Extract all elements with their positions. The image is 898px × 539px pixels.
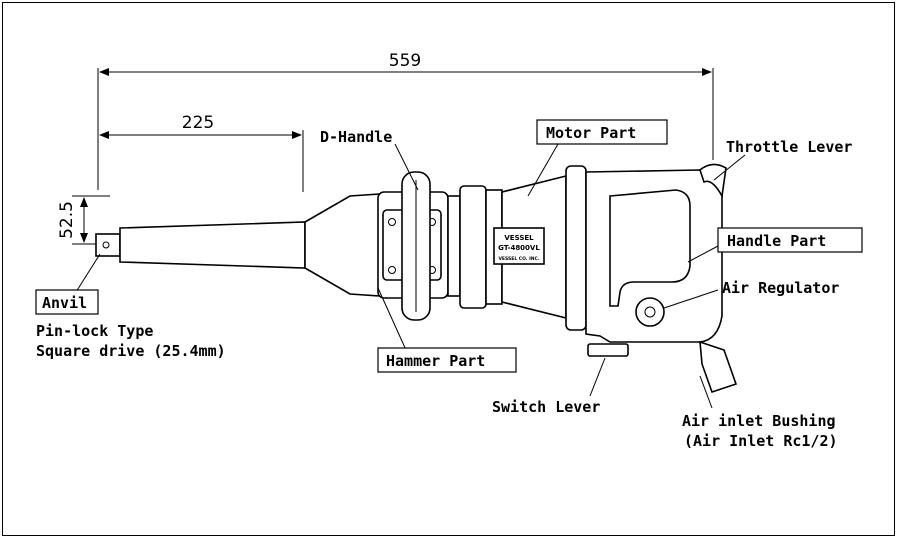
dimension-52-5-label: 52.5 [57,201,77,239]
anvil-shaft [119,221,306,269]
label-throttle-lever: Throttle Lever [726,138,852,156]
label-air-inlet-2: (Air Inlet Rc1/2) [684,432,838,450]
dimension-52-5: 52.5 [57,195,110,245]
dimension-225: 225 [99,113,304,192]
label-motor-part: Motor Part [546,124,636,142]
dimension-225-label: 225 [182,113,214,133]
clamp-ring [447,195,461,297]
dimension-559-label: 559 [389,51,421,71]
label-anvil-desc-2: Square drive (25.4mm) [36,342,226,360]
nameplate-brand: VESSEL [504,234,534,242]
leader-lines [75,143,746,409]
tool-body: VESSEL GT-4800VL VESSEL CO. INC. [95,163,738,394]
dimension-559: 559 [97,51,714,190]
air-regulator-knob [635,297,665,327]
label-air-regulator: Air Regulator [722,279,839,297]
label-anvil: Anvil [42,294,87,312]
anvil-square [95,233,121,257]
nameplate [493,227,545,265]
anvil-pin [102,241,110,249]
nameplate-model: GT-4800VL [498,244,540,252]
handle-opening [609,189,691,307]
switch-lever-shape [587,343,629,357]
box-handle-part [717,227,863,253]
hammer-case-cone [304,193,381,297]
rear-flange [565,165,587,331]
box-hammer-part [377,347,517,373]
label-d-handle: D-Handle [320,128,392,146]
label-handle-part: Handle Part [727,232,826,250]
front-flange [459,185,487,309]
nameplate-maker: VESSEL CO. INC. [498,256,539,262]
label-switch-lever: Switch Lever [492,398,600,416]
box-anvil [35,289,99,315]
box-motor-part [536,119,668,145]
throttle-lever-shape [699,163,727,199]
label-air-inlet-1: Air inlet Bushing [682,412,836,430]
label-anvil-desc-1: Pin-lock Type [36,322,153,340]
air-inlet-bushing [699,340,738,394]
label-hammer-part: Hammer Part [386,352,485,370]
